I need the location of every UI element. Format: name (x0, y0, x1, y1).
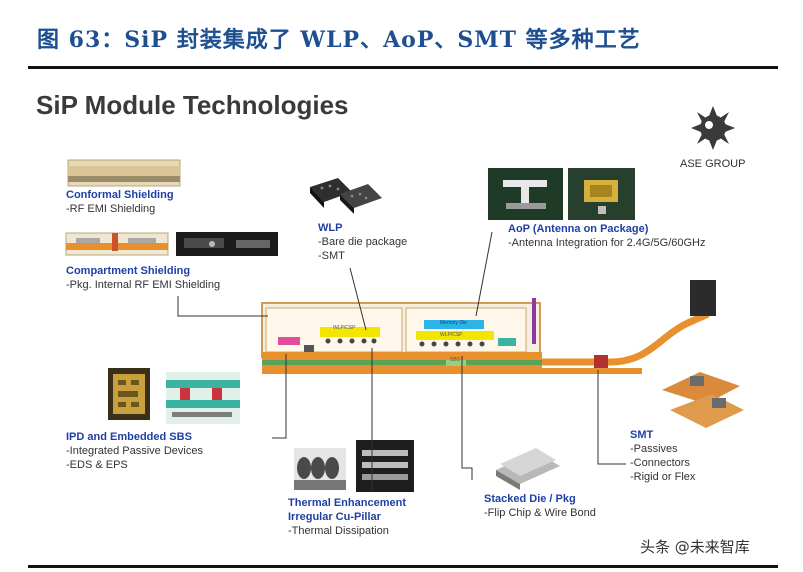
logo-text: ASE GROUP (680, 158, 746, 170)
conformal-shielding-image (67, 159, 181, 187)
thermal-title-2: Irregular Cu-Pillar (288, 511, 381, 523)
stacked-die-label: Stacked Die / Pkg -Flip Chip & Wire Bond (484, 492, 596, 520)
stacked-die-image (496, 448, 560, 490)
conformal-shielding-title: Conformal Shielding (66, 189, 174, 201)
stacked-die-line-1: -Flip Chip & Wire Bond (484, 507, 596, 519)
stacked-die-title: Stacked Die / Pkg (484, 493, 576, 505)
connector-icon (690, 280, 716, 316)
compartment-xray-image (176, 232, 278, 256)
wlp-chip-image (310, 178, 382, 214)
compartment-shielding-image (65, 232, 169, 256)
wlp-label: WLP -Bare die package -SMT (318, 221, 407, 263)
conformal-shielding-label: Conformal Shielding -RF EMI Shielding (66, 188, 174, 216)
aop-antenna-image (488, 168, 563, 220)
bottom-rule (28, 565, 778, 568)
wlp-line-2: -SMT (318, 250, 345, 262)
compartment-shielding-title: Compartment Shielding (66, 265, 191, 277)
thermal-title: Thermal Enhancement (288, 497, 406, 509)
figure-title: 图 63：SiP 封装集成了 WLP、AoP、SMT 等多种工艺 (37, 27, 641, 53)
embedded-sbs-image (166, 372, 240, 424)
cu-pillar-image (294, 448, 346, 490)
smt-flex-image (662, 372, 744, 428)
smt-line-3: -Rigid or Flex (630, 471, 696, 483)
aop-line-1: -Antenna Integration for 2.4G/5G/60GHz (508, 237, 706, 249)
wlp-line-1: -Bare die package (318, 236, 408, 248)
thermal-label: Thermal Enhancement Irregular Cu-Pillar … (288, 496, 406, 538)
compartment-shielding-line-1: -Pkg. Internal RF EMI Shielding (66, 279, 221, 291)
diagram-heading: SiP Module Technologies (36, 90, 349, 120)
smt-passive-icon (594, 355, 608, 368)
ipd-line-1: -Integrated Passive Devices (66, 445, 203, 457)
memory-die-label: Memory Die (440, 320, 467, 326)
wlp-title: WLP (318, 222, 343, 234)
wlp-chip-label: WLP/CSP (333, 325, 356, 331)
ipd-line-2: -EDS & EPS (66, 459, 128, 471)
ase-logo-icon (691, 106, 735, 150)
conformal-shielding-line-1: -RF EMI Shielding (66, 203, 156, 215)
ipd-chip-image (108, 368, 150, 420)
top-rule (28, 66, 778, 69)
smt-line-2: -Connectors (630, 457, 690, 469)
fc-chip-label: WLP/CSP (440, 332, 463, 338)
ipd-title: IPD and Embedded SBS (66, 431, 192, 443)
sbs-label: SBS (450, 357, 461, 363)
sip-module-cross-section (261, 280, 716, 374)
aop-module-image (568, 168, 635, 220)
smt-line-1: -Passives (630, 443, 678, 455)
thermal-line-1: -Thermal Dissipation (288, 525, 389, 537)
aop-label: AoP (Antenna on Package) -Antenna Integr… (508, 222, 706, 250)
thermal-xsection-image (356, 440, 414, 492)
smt-label: SMT -Passives -Connectors -Rigid or Flex (630, 428, 695, 484)
smt-title: SMT (630, 429, 654, 441)
watermark: 头条 @未来智库 (640, 538, 750, 556)
compartment-shielding-label: Compartment Shielding -Pkg. Internal RF … (66, 264, 220, 292)
aop-title: AoP (Antenna on Package) (508, 223, 649, 235)
leader-lines (177, 231, 626, 492)
ipd-label: IPD and Embedded SBS -Integrated Passive… (66, 430, 203, 472)
